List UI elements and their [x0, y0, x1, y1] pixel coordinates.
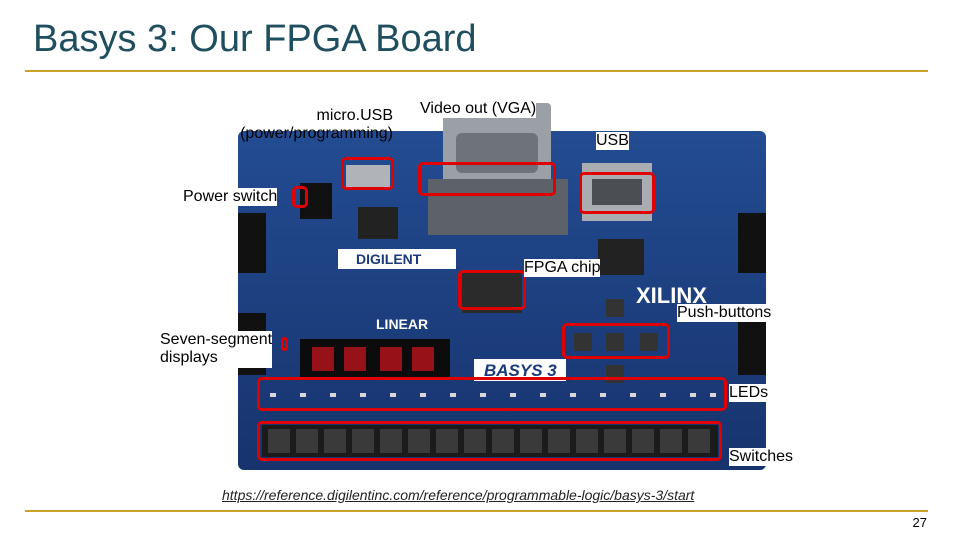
leds-highlight — [257, 377, 727, 411]
footer-divider — [25, 510, 928, 512]
micro-usb-label-line2: (power/programming) — [240, 125, 393, 143]
push-buttons-label: Push-buttons — [677, 304, 772, 323]
fpga-chip-highlight — [458, 270, 526, 310]
power-switch-label: Power switch — [183, 188, 278, 207]
svg-text:BASYS 3: BASYS 3 — [484, 361, 557, 380]
title-divider — [25, 70, 928, 72]
source-link[interactable]: https://reference.digilentinc.com/refere… — [222, 487, 695, 503]
vga-label: Video out (VGA) — [420, 100, 537, 119]
usb-label: USB — [596, 132, 629, 151]
leds-label: LEDs — [729, 384, 769, 403]
seven-segment-label: Seven-segment displays — [160, 331, 273, 368]
push-buttons-highlight — [562, 323, 670, 359]
switches-highlight — [257, 421, 722, 461]
svg-text:LINEAR: LINEAR — [376, 316, 428, 332]
fpga-chip-label: FPGA chip — [524, 259, 601, 278]
power-switch-highlight — [292, 186, 308, 208]
vga-highlight — [418, 162, 556, 196]
slide-title: Basys 3: Our FPGA Board — [33, 18, 477, 60]
svg-text:DIGILENT: DIGILENT — [356, 251, 422, 267]
micro-usb-label-line1: micro.USB — [316, 107, 393, 124]
svg-text:XILINX: XILINX — [636, 283, 707, 308]
seven-segment-highlight — [281, 337, 288, 351]
seven-segment-label-line1: Seven-segment — [160, 331, 273, 348]
micro-usb-label: micro.USB (power/programming) — [220, 107, 393, 144]
switches-label: Switches — [729, 448, 794, 467]
usb-highlight — [579, 172, 655, 214]
seven-segment-label-line2: displays — [160, 349, 218, 367]
micro-usb-highlight — [341, 157, 394, 190]
page-number: 27 — [912, 515, 927, 530]
